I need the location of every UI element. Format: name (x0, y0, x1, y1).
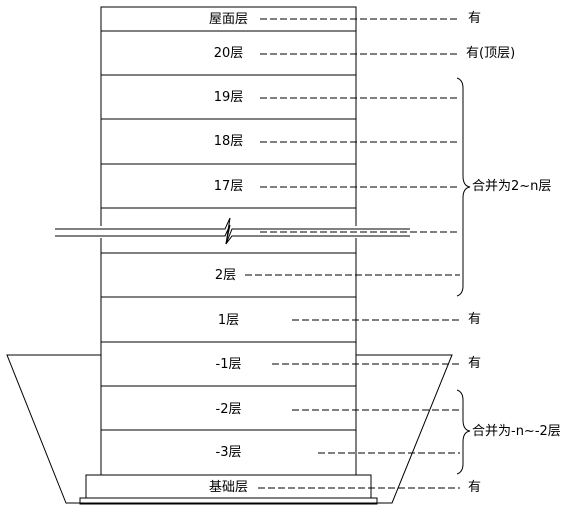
break-line (55, 217, 410, 245)
floor-label-b1: -1层 (215, 357, 242, 372)
note-roof: 有 (468, 11, 482, 26)
floor-label-2: 2层 (214, 268, 237, 283)
floor-label-roof: 屋面层 (208, 12, 248, 27)
floor-label-foundation: 基础层 (208, 480, 248, 495)
foundation-base (79, 497, 378, 505)
floor-label-b3: -3层 (215, 445, 242, 460)
floor-label-18: 18层 (213, 134, 244, 149)
group-label-lower: 合并为-n~-2层 (472, 424, 561, 439)
excavation-outline (6, 354, 453, 504)
brace-upper (456, 77, 471, 297)
group-label-upper: 合并为2~n层 (472, 179, 552, 194)
brace-lower (456, 389, 471, 475)
floor-label-17: 17层 (213, 179, 244, 194)
note-20: 有(顶层) (466, 46, 516, 61)
note-1: 有 (468, 312, 482, 327)
floor-label-20: 20层 (213, 46, 244, 61)
note-b1: 有 (468, 356, 482, 371)
floor-dividers (101, 30, 356, 431)
floor-label-1: 1层 (217, 313, 240, 328)
dashed-leaders (245, 18, 460, 489)
floor-label-b2: -2层 (215, 402, 242, 417)
note-foundation: 有 (468, 480, 482, 495)
floor-label-19: 19层 (213, 90, 244, 105)
